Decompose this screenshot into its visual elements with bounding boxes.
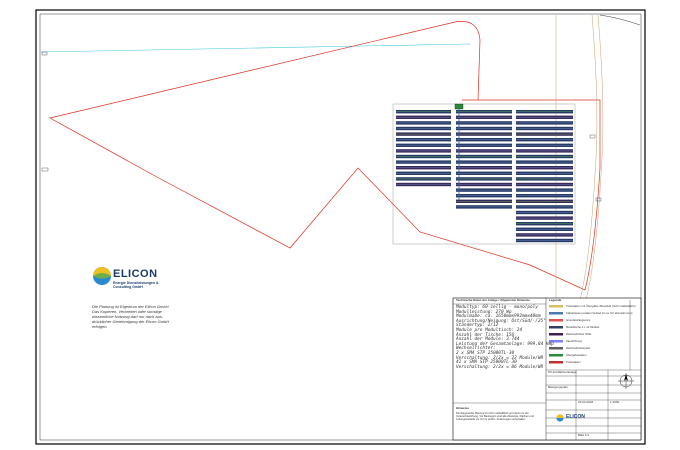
marker [589,134,596,139]
tech-table-header: Technische Daten der Anlage / Allgemeine… [456,298,530,302]
tech-line: 41 x SMA STP 25000TL-30 [456,360,517,366]
legend-item-label: Modultische 2 x 12 Module [566,324,600,329]
notes-header: Hinweise [456,406,470,410]
legend-item-label: Trafostation mit Übergabe-/Messfeld (nic… [566,303,636,308]
tech-line: Ausrichtung/Neigung: Ost/Süd/-/25° [456,318,546,324]
legend-swatch [549,354,563,357]
legend-item-label: Zaunführung [566,338,582,343]
logo-sub1: Energie Dienstleistungen & [113,281,159,285]
title-project: PV-Freiflächenanlage [548,370,577,374]
module-area-outline [392,103,576,245]
note-line: Die Planung ist Eigentum der Elicon GmbH… [92,304,170,309]
tech-line: Modultyp: 60-zellig - mono/poly [456,305,538,310]
tech-line: Verschaltung: 2/2x = 22 Module/WR [456,355,544,361]
note-line: wissentliche Nutzung darf nur nach aus- [92,314,164,319]
logo-name: ELICON [113,268,158,280]
marker [41,167,49,172]
legend-item-label: Wechselrichterplatz [566,345,591,350]
tech-line: Anzahl der Module: 3.744 [456,337,520,343]
marker [41,51,48,56]
outer-frame [35,9,646,445]
water-line [39,43,471,53]
legend-item-label: Trafostation [566,359,581,364]
notes-text: Die dargestellte Planung ist nicht maßst… [456,412,534,422]
legend-swatch [549,312,563,315]
road-right2 [585,14,604,301]
tech-line: Leistung der Gesamtanlage: 999,84 kWp [456,341,554,347]
title-plan: Belegungsplan [548,385,568,389]
legend-swatch [549,326,563,329]
note-line: drücklicher Genehmigung der Elicon GmbH [92,319,170,324]
title-company: ELICON [566,414,585,420]
tech-line: Modulmaße: ca. 1650mmx992mmx40mm [456,314,541,320]
note-line: erfolgen. [92,324,108,329]
title-block [452,297,642,441]
legend-swatch [549,305,563,308]
logo-sub2: Consulting GmbH [113,285,143,289]
legend-swatch [549,333,563,336]
note-line: Das Kopieren, Verbreiten oder sonstige [92,309,162,314]
legend-swatches [549,305,563,364]
tech-line: Anzahl der Tische: 156 [456,332,515,338]
legend-item-label: Kabeltrasse (exakter Verlauf ist vor Ort… [566,310,633,315]
title-date: 23.04.2018 [578,400,594,404]
legend-header: Legende [549,298,562,302]
marker [595,197,602,202]
road-right [579,14,598,301]
legend-item-label: Wechselrichter SMA [566,331,592,336]
legend-swatch [549,361,563,364]
property-boundary [49,21,601,291]
tech-line: Module pro Modultisch: 24 [456,327,523,333]
tech-line: Ständertyp: 2/12 [456,323,499,329]
legend-swatch [549,347,563,350]
legend-item-label: Grundstücksgrenze [566,317,591,322]
inner-frame [39,13,642,441]
legend-swatch [549,340,563,343]
title-scale: 1:1000 [610,400,620,404]
transformer-station [454,103,464,110]
legend-swatch [549,319,563,322]
north-arrow-icon [618,373,634,389]
tech-line: 2 x SMA STP 25000TL-30 [456,350,515,356]
module-tables [396,110,573,243]
title-sheet: Blatt 1/1 [578,433,590,437]
corner-curve [599,14,641,26]
tech-line: Verschaltung: 2/2x = 86 Module/WR [456,364,544,370]
tech-line: Wechselrichter: [456,346,496,352]
copyright-note: Die Planung ist Eigentum der Elicon GmbH… [92,304,170,329]
elicon-logo-icon [93,267,564,422]
tech-line: Modulleistung: 270 Wp [456,309,512,315]
legend-item-label: Übergabestation [566,352,587,357]
